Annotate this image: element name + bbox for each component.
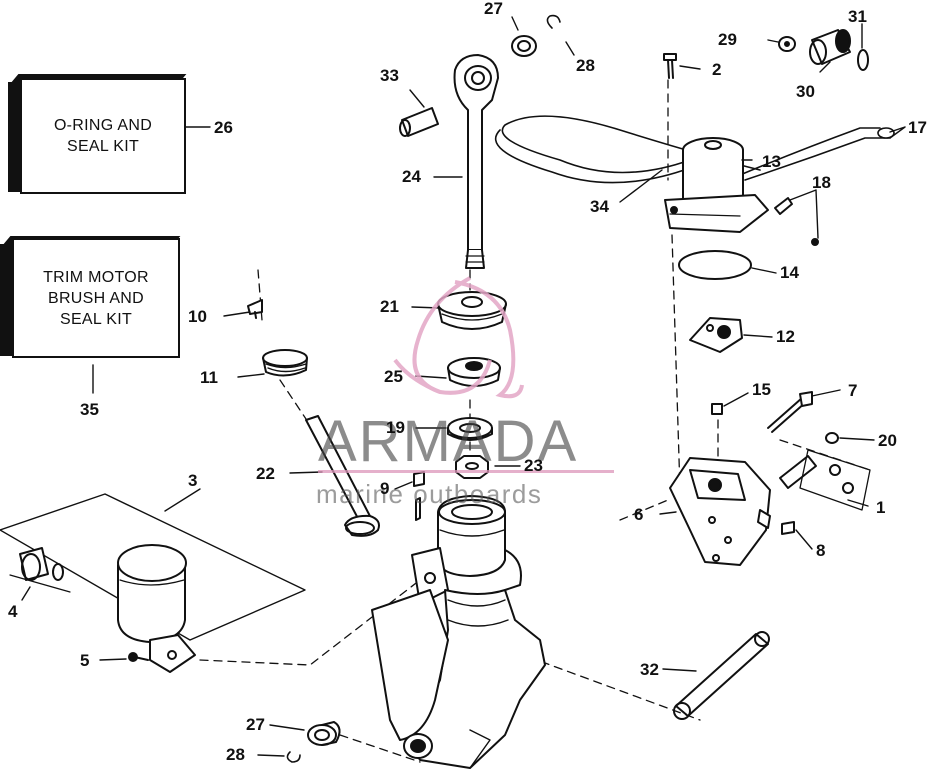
- wire-harness-part-33: [494, 115, 895, 184]
- oring-part-31: [857, 49, 869, 71]
- callout-22: 22: [256, 464, 275, 483]
- kit-box-side: [8, 82, 22, 192]
- callout-19: 18: [812, 173, 831, 192]
- callout-34: 32: [640, 660, 659, 679]
- callout-8: 8: [816, 541, 826, 560]
- callout-32: 33: [380, 66, 399, 85]
- clip-part-28-bottom: [286, 751, 301, 763]
- cap-part-29: [778, 36, 796, 52]
- watermark-divider: [318, 470, 614, 473]
- callout-6: 6: [634, 505, 644, 524]
- trim-motor-kit-box: TRIM MOTOR BRUSH AND SEAL KIT: [0, 236, 181, 358]
- callout-3: 3: [188, 471, 198, 490]
- clip-part-28-top: [546, 14, 561, 29]
- callout-10: 10: [188, 307, 207, 326]
- callout-28-top: 28: [576, 56, 595, 75]
- shaft-part-34: [673, 631, 770, 720]
- callout-26: 26: [214, 118, 233, 137]
- valve-part-1: [779, 449, 871, 511]
- callout-29: 29: [718, 30, 737, 49]
- plug-part-15: [711, 403, 723, 415]
- callout-20: 20: [878, 431, 897, 450]
- screw-part-2: [663, 53, 677, 79]
- callout-27-top: 27: [484, 0, 503, 18]
- piston-rod-part-23: [453, 54, 499, 269]
- callout-35: 35: [80, 400, 99, 419]
- washer-part-18: [447, 417, 493, 441]
- callout-21: 21: [380, 297, 399, 316]
- kit-label-trim-motor: TRIM MOTOR BRUSH AND SEAL KIT: [12, 238, 180, 358]
- callout-31: 31: [848, 7, 867, 26]
- callout-27-bottom: 27: [246, 715, 265, 734]
- callout-28-bottom: 28: [226, 745, 245, 764]
- callout-15: 15: [752, 380, 771, 399]
- callout-12: 12: [776, 327, 795, 346]
- screw-part-8: [781, 521, 795, 535]
- callout-30: 30: [796, 82, 815, 101]
- filter-part-12: [689, 317, 743, 353]
- callout-13: 13: [762, 152, 781, 171]
- bolt-part-7: [767, 391, 813, 433]
- callout-1: 1: [876, 498, 886, 517]
- watermark-swirl: [393, 276, 524, 399]
- callout-23: 24: [402, 167, 421, 186]
- kit-label-oring: O-RING AND SEAL KIT: [20, 78, 186, 194]
- clip-part-19: [774, 197, 819, 246]
- bushing-part-27-top: [511, 35, 537, 57]
- cap-part-21: [437, 291, 507, 330]
- callout-17: 17: [908, 118, 927, 137]
- screw-part-5: [128, 652, 149, 662]
- kit-box-side: [0, 244, 14, 356]
- oring-seal-kit-box: O-RING AND SEAL KIT: [8, 74, 187, 194]
- watermark-title: ARMADA: [318, 409, 579, 474]
- oring-part-20: [825, 432, 839, 444]
- callout-11: 11: [200, 368, 218, 387]
- piston-part-24: [447, 357, 501, 387]
- leader-lines: [21, 16, 906, 757]
- callout-24: 25: [384, 367, 403, 386]
- callout-33: 34: [590, 197, 609, 216]
- callout-5: 5: [80, 651, 90, 670]
- pin-part-32: [399, 107, 439, 137]
- bushing-part-27-bottom: [307, 721, 341, 746]
- callout-18: 19: [386, 418, 405, 437]
- watermark-subtitle: marine outboards: [316, 479, 543, 509]
- reservoir-part-3: [117, 544, 196, 673]
- screw-part-10: [247, 299, 263, 319]
- oring-part-14: [678, 250, 752, 280]
- trim-motor-part-13: [664, 137, 769, 233]
- brush-part-30: [809, 29, 851, 65]
- plug-part-11: [262, 349, 308, 377]
- callout-7: 7: [848, 381, 858, 400]
- pump-body-part-6: [669, 457, 771, 566]
- callout-25: 23: [524, 456, 543, 475]
- callout-14: 14: [780, 263, 799, 282]
- bushing-part-4: [9, 547, 71, 593]
- callout-2: 2: [712, 60, 722, 79]
- callout-4: 4: [8, 602, 18, 621]
- callout-9: 9: [380, 479, 390, 498]
- trim-cylinder-bracket: [371, 495, 546, 769]
